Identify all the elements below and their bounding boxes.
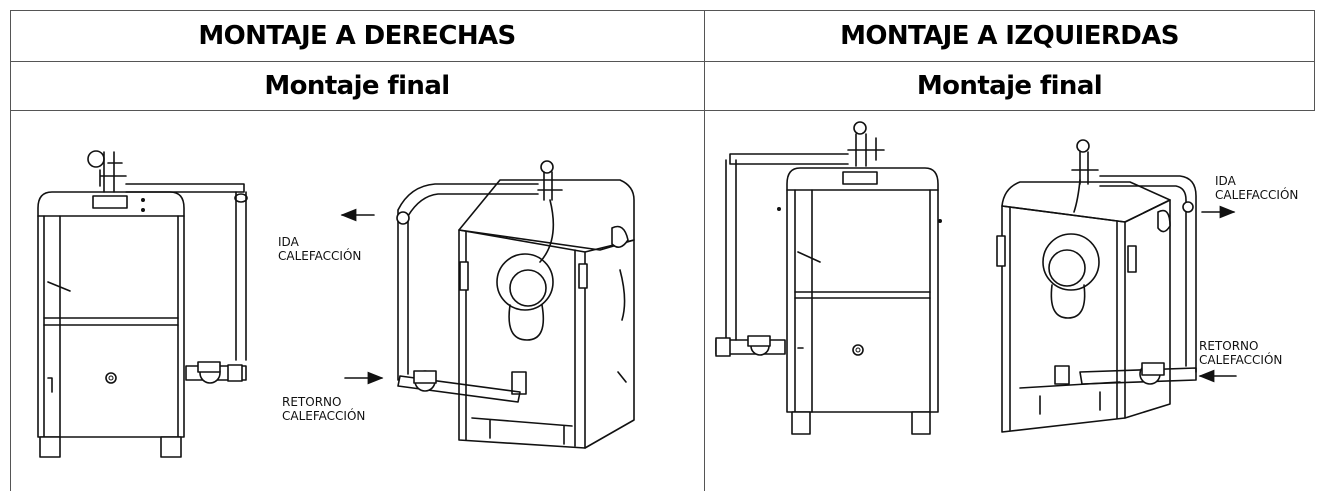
table-divider-vertical	[704, 10, 705, 491]
right-supply-label-line2: CALEFACCIÓN	[1215, 188, 1299, 202]
table-border-top	[10, 10, 1315, 11]
left-subtitle: Montaje final	[264, 71, 450, 101]
left-perspective-boiler-icon	[340, 160, 635, 449]
right-subtitle: Montaje final	[916, 71, 1103, 101]
table-border-left	[10, 10, 11, 491]
right-return-label: RETORNO CALEFACCIÓN	[1199, 339, 1282, 367]
right-title: MONTAJE A IZQUIERDAS	[840, 20, 1179, 51]
left-front-boiler-icon	[37, 150, 248, 458]
installation-table: MONTAJE A DERECHAS MONTAJE A IZQUIERDAS …	[10, 10, 1315, 491]
left-title: MONTAJE A DERECHAS	[198, 20, 516, 51]
left-return-label-line2: CALEFACCIÓN	[282, 409, 366, 423]
right-supply-label-line1: IDA	[1215, 174, 1236, 188]
left-supply-label: IDA CALEFACCIÓN	[278, 235, 361, 263]
left-supply-label-line2: CALEFACCIÓN	[278, 249, 362, 263]
table-border-right	[1314, 10, 1315, 110]
right-return-label-line1: RETORNO	[1199, 339, 1259, 353]
left-return-label: RETORNO CALEFACCIÓN	[282, 395, 365, 423]
right-front-boiler-icon	[715, 121, 942, 435]
table-divider-1	[10, 61, 1315, 62]
left-supply-label-line1: IDA	[278, 235, 299, 249]
table-divider-2	[10, 110, 1315, 111]
right-return-label-line2: CALEFACCIÓN	[1199, 353, 1283, 367]
right-supply-label: IDA CALEFACCIÓN	[1215, 174, 1298, 202]
right-perspective-boiler-icon	[996, 139, 1237, 433]
left-return-label-line1: RETORNO	[282, 395, 342, 409]
